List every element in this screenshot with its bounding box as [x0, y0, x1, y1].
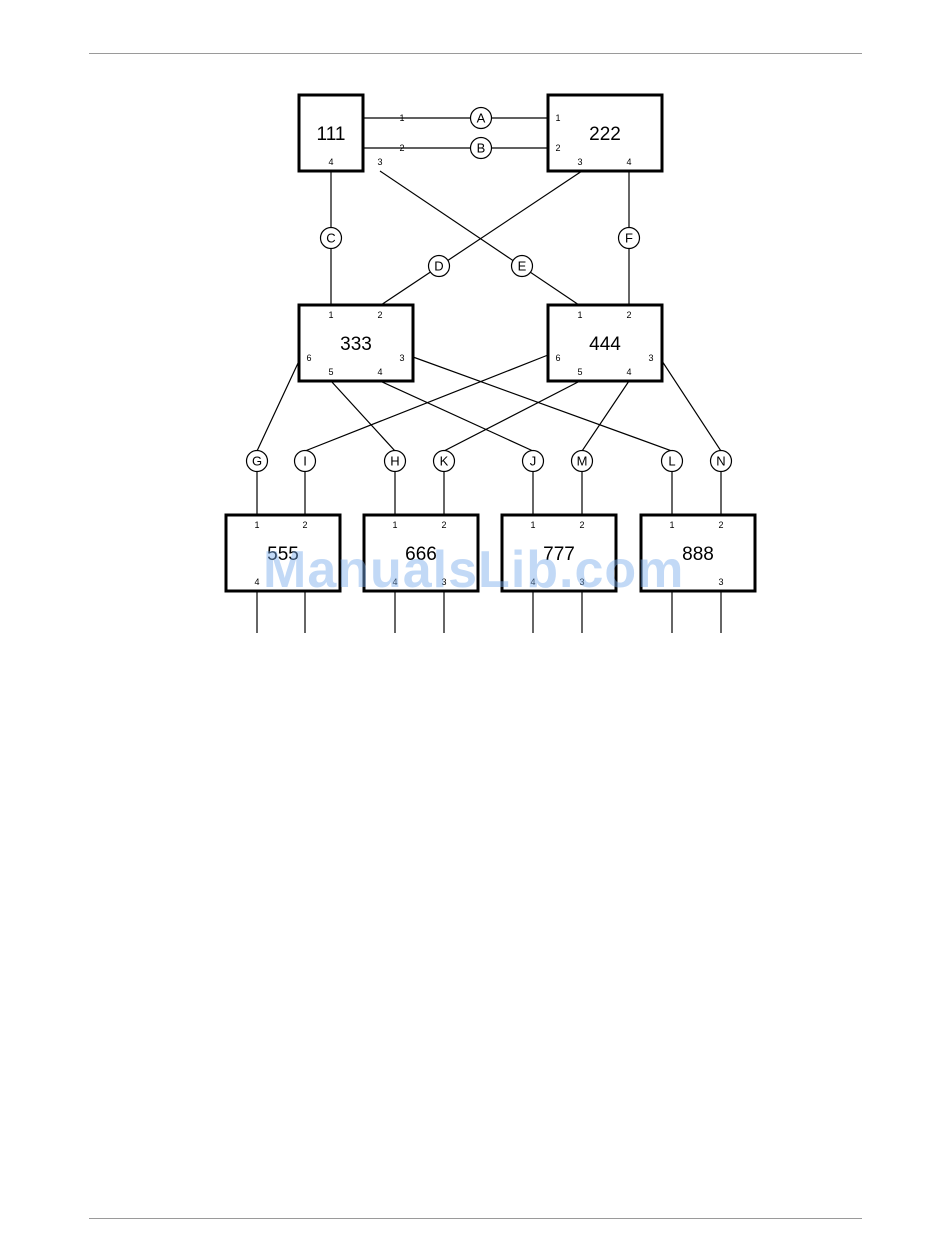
link-k	[444, 381, 580, 515]
port-label: 4	[328, 157, 333, 167]
link-marker-k: K	[434, 451, 455, 472]
link-marker-e: E	[512, 256, 533, 277]
port-label: 3	[577, 157, 582, 167]
port-label: 3	[579, 577, 584, 587]
port-label: 2	[626, 310, 631, 320]
port-label: 2	[441, 520, 446, 530]
port-label: 5	[328, 367, 333, 377]
port-label: 6	[555, 353, 560, 363]
marker-label: E	[518, 259, 527, 274]
port-label: 5	[577, 367, 582, 377]
node-888: 888 1 2 3	[641, 515, 755, 591]
link-marker-b: B	[471, 138, 492, 159]
port-label: 1	[555, 113, 560, 123]
port-label: 1	[530, 520, 535, 530]
port-label: 3	[648, 353, 653, 363]
link-marker-c: C	[321, 228, 342, 249]
marker-label: B	[477, 141, 486, 156]
marker-label: J	[530, 454, 537, 469]
port-label: 4	[254, 577, 259, 587]
port-label: 2	[377, 310, 382, 320]
node-label: 111	[317, 124, 346, 145]
port-label: 2	[718, 520, 723, 530]
marker-label: D	[434, 259, 443, 274]
link-marker-h: H	[385, 451, 406, 472]
node-222: 222 1 2 3 4	[548, 95, 662, 171]
link-marker-m: M	[572, 451, 593, 472]
link-d	[381, 171, 582, 305]
link-m	[582, 381, 629, 515]
port-label: 1	[399, 113, 404, 123]
marker-label: C	[326, 231, 335, 246]
port-label: 2	[555, 143, 560, 153]
port-label: 1	[392, 520, 397, 530]
node-666: 666 1 2 4 3	[364, 515, 478, 591]
port-label: 4	[626, 367, 631, 377]
port-label: 2	[302, 520, 307, 530]
port-label: 1	[328, 310, 333, 320]
marker-label: M	[577, 454, 588, 469]
port-label: 3	[399, 353, 404, 363]
link-e	[380, 171, 579, 305]
port-label: 4	[392, 577, 397, 587]
node-777: 777 1 2 4 3	[502, 515, 616, 591]
link-marker-i: I	[295, 451, 316, 472]
marker-label: A	[477, 111, 486, 126]
port-label: 1	[577, 310, 582, 320]
link-marker-f: F	[619, 228, 640, 249]
node-333: 333 1 2 6 3 5 4	[299, 305, 413, 381]
link-n	[662, 361, 721, 515]
link-marker-g: G	[247, 451, 268, 472]
marker-label: I	[303, 454, 307, 469]
node-label: 777	[543, 544, 575, 565]
port-label: 4	[530, 577, 535, 587]
link-marker-l: L	[662, 451, 683, 472]
node-label: 888	[682, 544, 714, 565]
downlink-stubs	[257, 591, 721, 633]
port-label: 2	[579, 520, 584, 530]
port-label: 2	[399, 143, 404, 153]
marker-label: F	[625, 231, 633, 246]
node-label: 333	[340, 334, 372, 355]
link-marker-n: N	[711, 451, 732, 472]
node-555: 555 1 2 4	[226, 515, 340, 591]
node-label: 666	[405, 544, 437, 565]
port-label: 1	[669, 520, 674, 530]
link-h	[331, 381, 395, 515]
node-label: 222	[589, 124, 621, 145]
port-label: 4	[377, 367, 382, 377]
marker-label: K	[440, 454, 449, 469]
marker-label: N	[716, 454, 725, 469]
node-label: 444	[589, 334, 621, 355]
port-label: 6	[306, 353, 311, 363]
marker-label: G	[252, 454, 262, 469]
port-label: 3	[377, 157, 382, 167]
port-label: 3	[718, 577, 723, 587]
link-marker-a: A	[471, 108, 492, 129]
marker-label: H	[390, 454, 399, 469]
node-444: 444 1 2 6 3 5 4	[548, 305, 662, 381]
port-label: 1	[254, 520, 259, 530]
port-label: 4	[626, 157, 631, 167]
link-marker-j: J	[523, 451, 544, 472]
port-label: 3	[441, 577, 446, 587]
link-marker-d: D	[429, 256, 450, 277]
link-j	[380, 381, 533, 515]
marker-label: L	[668, 454, 675, 469]
node-label: 555	[267, 544, 299, 565]
link-g	[257, 361, 299, 515]
